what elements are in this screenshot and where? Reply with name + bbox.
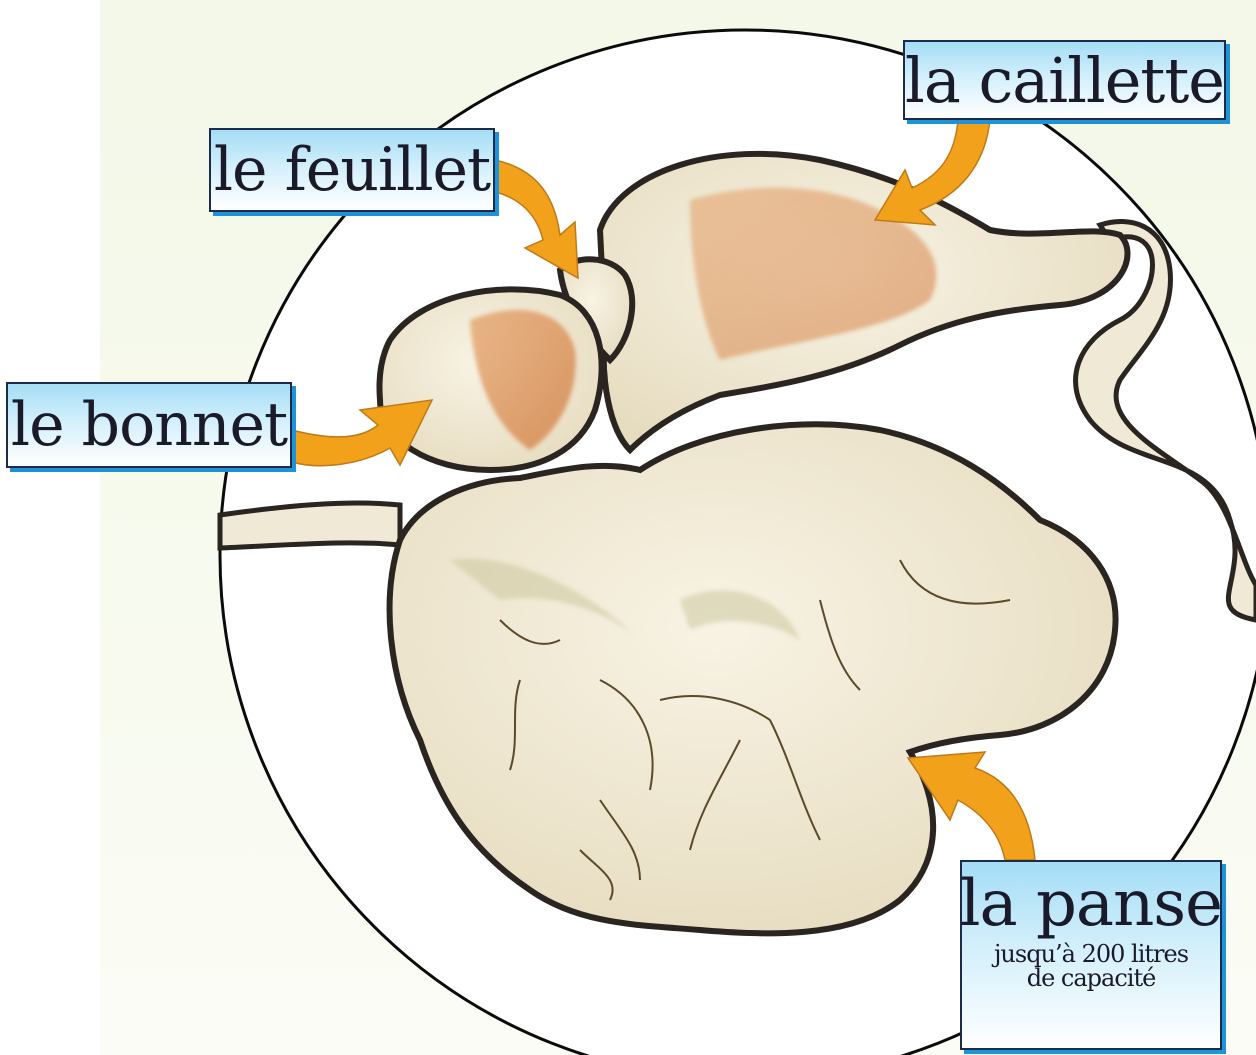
label-caillette: la caillette xyxy=(903,40,1226,120)
label-bonnet: le bonnet xyxy=(6,382,292,468)
label-panse-note-line1: jusqu’à 200 litres xyxy=(976,942,1206,966)
label-panse-note-line2: de capacité xyxy=(976,966,1206,990)
label-panse-title: la panse xyxy=(960,866,1222,942)
esophagus xyxy=(220,503,400,548)
label-panse: la panse jusqu’à 200 litres de capacité xyxy=(960,860,1222,1050)
label-feuillet: le feuillet xyxy=(209,128,495,212)
